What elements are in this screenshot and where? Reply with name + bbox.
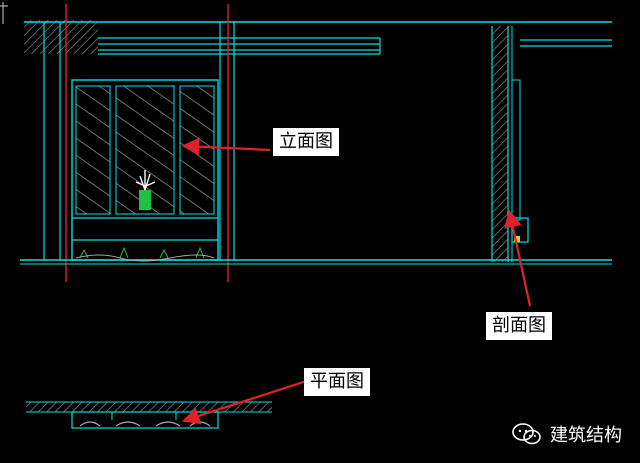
elevation-view: [20, 4, 612, 282]
plan-label: 平面图: [304, 368, 370, 396]
elevation-label: 立面图: [273, 128, 339, 156]
watermark-text: 建筑结构: [550, 425, 622, 446]
plan-wall: [26, 402, 272, 412]
arrow-plan: [181, 374, 323, 425]
ceiling-slab: [24, 20, 98, 54]
glass-panel-left: [75, 85, 111, 215]
watermark: 建筑结构: [512, 421, 622, 447]
plant-decor: [135, 170, 156, 210]
arrow-elevation: [181, 137, 271, 156]
section-wall: [492, 26, 508, 262]
arrow-section: [504, 209, 532, 307]
wechat-icon: [512, 423, 541, 445]
plan-view: [26, 401, 272, 429]
glass-panel-right: [179, 85, 215, 215]
section-label: 剖面图: [486, 312, 552, 340]
corner-mark: [0, 2, 8, 24]
cabinet-frame: [71, 79, 219, 261]
section-view: [491, 26, 529, 262]
